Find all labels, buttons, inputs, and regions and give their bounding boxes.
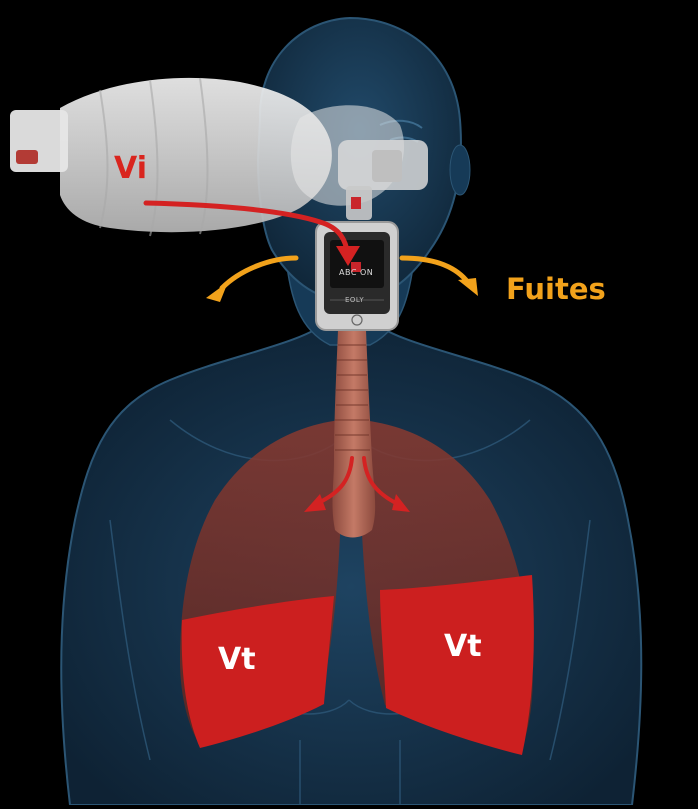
monitor-model-text: EOLY [345, 296, 364, 304]
monitor-brand-text: ABC ON [339, 268, 373, 277]
leaks-label: Fuites [506, 275, 606, 304]
tidal-volume-label-left: Vt [218, 645, 256, 675]
ear-right [450, 145, 470, 195]
leak-arrow-left-head [206, 282, 228, 302]
inspired-volume-label: Vi [114, 154, 147, 184]
tidal-volume-label-right: Vt [444, 632, 482, 662]
leak-arrow-right-head [458, 278, 478, 296]
